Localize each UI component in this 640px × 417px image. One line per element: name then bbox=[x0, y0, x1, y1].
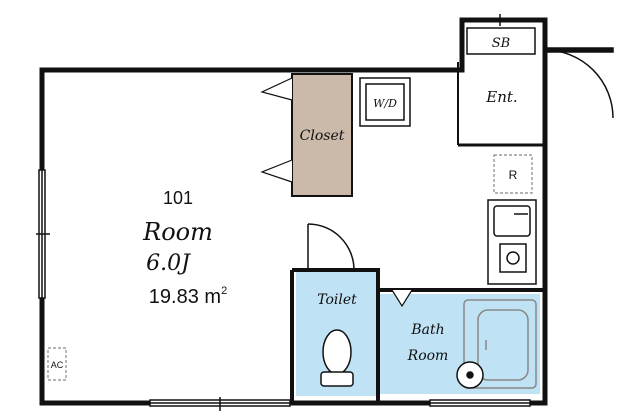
bath-door bbox=[391, 289, 413, 308]
room-name: Room bbox=[142, 218, 213, 246]
room-size: 6.0J bbox=[146, 251, 191, 276]
fridge-space bbox=[493, 154, 533, 194]
shoe-box-label: SB bbox=[492, 36, 510, 51]
washer-dryer bbox=[359, 77, 411, 127]
closet-label: Closet bbox=[300, 128, 345, 144]
entrance-door bbox=[544, 47, 614, 119]
room-number: 101 bbox=[163, 188, 193, 208]
washer-label: W/D bbox=[373, 97, 397, 110]
room-area-value: 19.83 bbox=[149, 286, 199, 308]
room-area: 19.83 m2 bbox=[149, 285, 227, 308]
outer-walls bbox=[39, 17, 548, 406]
washbasin bbox=[456, 361, 484, 389]
bath-label-line1: Bath bbox=[410, 322, 444, 338]
room-area-sup: 2 bbox=[221, 285, 227, 297]
shoe-box bbox=[466, 27, 536, 55]
toilet-fixture bbox=[320, 329, 354, 387]
bottom-window bbox=[149, 397, 291, 411]
left-window bbox=[36, 169, 50, 299]
entrance-label: Ent. bbox=[485, 88, 517, 106]
bath-label-line2: Room bbox=[407, 348, 449, 364]
toilet-door bbox=[307, 223, 355, 271]
kitchen bbox=[487, 199, 537, 285]
bathtub bbox=[463, 299, 537, 389]
closet-doors bbox=[260, 77, 293, 183]
fridge-label: R bbox=[509, 168, 518, 182]
room-area-unit: m bbox=[204, 286, 221, 308]
bath-window bbox=[429, 399, 531, 407]
toilet-label: Toilet bbox=[317, 292, 357, 308]
closet bbox=[291, 73, 353, 197]
ac-label: AC bbox=[51, 360, 64, 370]
